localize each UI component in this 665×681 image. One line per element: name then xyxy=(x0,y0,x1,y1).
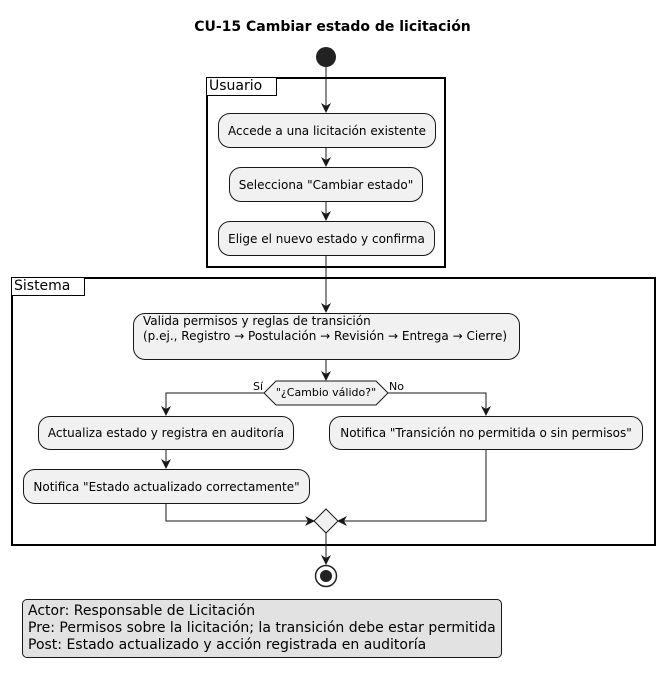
activity-notifica-ok: Notifica "Estado actualizado correctamen… xyxy=(23,469,310,504)
decision-question: "¿Cambio válido?" xyxy=(275,386,377,399)
decision-yes-label: Sí xyxy=(253,380,264,393)
note-postcondition: Post: Estado actualizado y acción regist… xyxy=(28,637,427,653)
activity-accede: Accede a una licitación existente xyxy=(218,113,436,148)
actor-note: Actor: Responsable de Licitación Pre: Pe… xyxy=(22,599,502,658)
start-node xyxy=(316,47,336,67)
end-node-inner xyxy=(320,570,332,582)
activity-valida-line1: Valida permisos y reglas de transición xyxy=(143,314,371,328)
note-actor: Actor: Responsable de Licitación xyxy=(28,603,256,619)
activity-actualiza: Actualiza estado y registra en auditoría xyxy=(38,416,294,450)
decision-no-label: No xyxy=(389,380,404,393)
note-precondition: Pre: Permisos sobre la licitación; la tr… xyxy=(28,620,496,636)
activity-selecciona: Selecciona "Cambiar estado" xyxy=(229,167,423,202)
diagram-title: CU-15 Cambiar estado de licitación xyxy=(194,19,471,35)
activity-notifica-error: Notifica "Transición no permitida o sin … xyxy=(329,416,643,450)
frame-sistema: Sistema xyxy=(11,277,656,546)
activity-elige: Elige el nuevo estado y confirma xyxy=(218,221,435,256)
activity-valida-line2: (p.ej., Registro → Postulación → Revisió… xyxy=(143,329,508,343)
frame-usuario-label: Usuario xyxy=(207,78,278,96)
frame-sistema-label: Sistema xyxy=(12,278,86,296)
merge-diamond xyxy=(313,508,339,534)
activity-valida: Valida permisos y reglas de transición (… xyxy=(133,313,520,360)
